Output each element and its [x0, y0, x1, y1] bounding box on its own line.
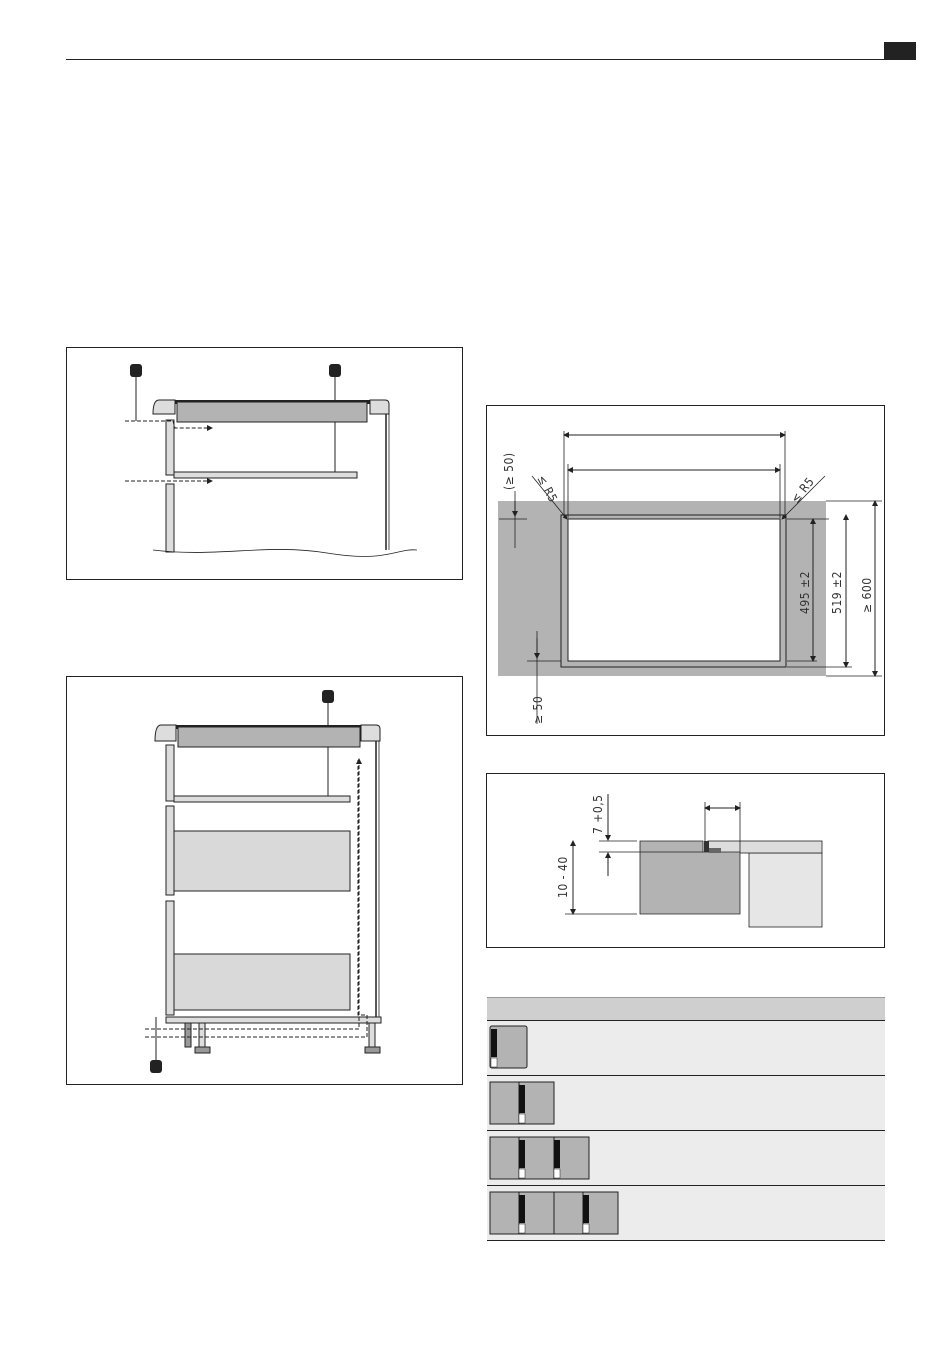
depth-worktop-label: ≥ 600 — [860, 577, 874, 613]
page-tab-marker — [884, 42, 916, 59]
header-rule — [66, 59, 916, 60]
callout-marker-2 — [329, 364, 341, 377]
table-row — [487, 1020, 885, 1075]
rebate-depth-label: 7 +0,5 — [591, 794, 605, 834]
figure-ventilation-top — [66, 347, 463, 580]
figure-worktop-section: 7 +0,5 10 - 40 — [486, 773, 885, 948]
worktop-thickness-label: 10 - 40 — [556, 856, 570, 898]
depth-cutout-label: 495 ±2 — [798, 571, 812, 614]
gap-bottom-label: ≥ 50 — [531, 696, 545, 724]
table-row — [487, 1130, 885, 1185]
callout-marker-3 — [322, 690, 334, 703]
r5-left-label: ≤ R5 — [534, 473, 560, 505]
module-hob-1 — [490, 1026, 527, 1068]
table-row — [487, 1185, 885, 1241]
combination-table — [487, 997, 885, 1241]
table-header — [487, 997, 885, 1020]
worktop — [153, 400, 389, 422]
callout-marker-1 — [130, 364, 142, 377]
gap-top-label: (≥ 50) — [502, 452, 516, 490]
depth-outer-label: 519 ±2 — [830, 571, 844, 614]
callout-marker-4 — [150, 1060, 162, 1073]
figure-ventilation-plinth — [66, 676, 463, 1085]
figure-cutout-dimensions: ≤ R5 ≤ R5 (≥ 50) ≥ 50 495 ±2 519 ±2 ≥ 60… — [486, 405, 885, 736]
cutout-opening — [568, 519, 780, 661]
table-row — [487, 1075, 885, 1130]
